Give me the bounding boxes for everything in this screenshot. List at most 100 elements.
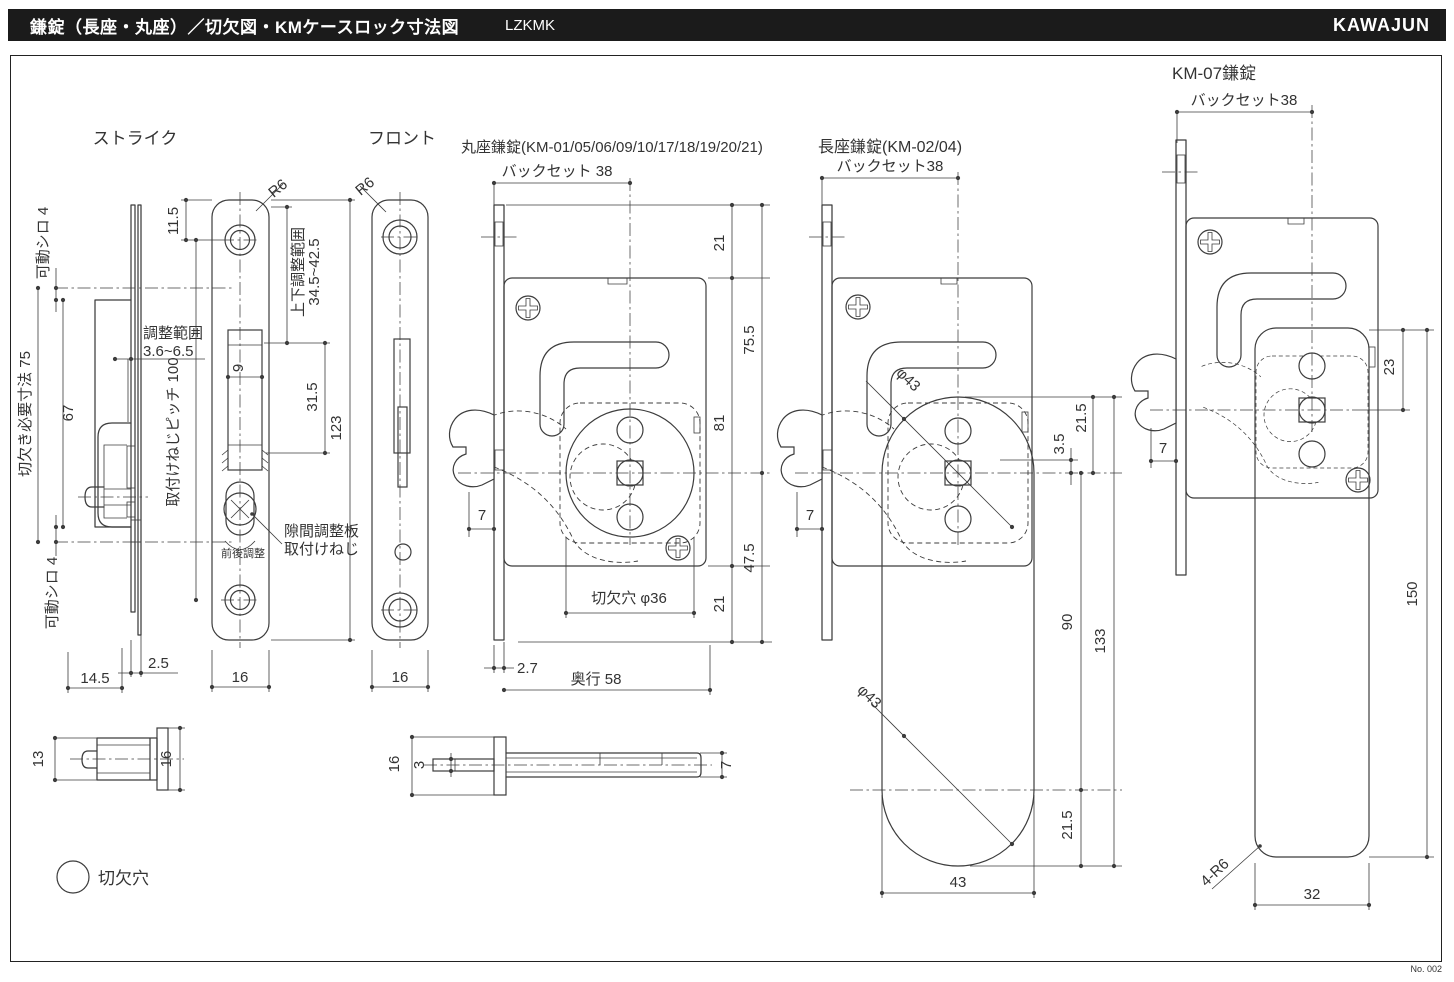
front-view: フロント R6 16 1 <box>352 129 735 798</box>
phillips-screw-icon <box>1345 467 1371 493</box>
maruza-dimensions: 21 75.5 81 47.5 21 7 切欠穴 φ36 2.7 奥行 58 <box>466 202 772 695</box>
dim-rod-3: 3 <box>411 761 428 769</box>
chouza-view: 長座鎌錠(KM-02/04) バックセット38 <box>776 138 1122 898</box>
dashed-hook-outline <box>1201 355 1369 484</box>
phillips-screw-icon <box>845 294 871 320</box>
dim-123: 123 <box>328 415 345 440</box>
hook-tip <box>1130 353 1177 432</box>
dim-phi43-top: φ43 <box>893 364 924 395</box>
dim-case-16: 16 <box>386 756 403 773</box>
hook-slot <box>539 341 670 437</box>
km07-case <box>1185 217 1379 499</box>
km07-backset: バックセット38 <box>1191 92 1298 109</box>
cutout-phi36-label: 切欠穴 φ36 <box>591 590 667 607</box>
dim-3-5: 3.5 <box>1051 434 1068 455</box>
dim-150: 150 <box>1404 581 1421 606</box>
legend-cutout-label: 切欠穴 <box>98 869 149 888</box>
dim-4-r6: 4-R6 <box>1197 855 1232 890</box>
dim-23: 23 <box>1381 359 1398 376</box>
dim-81: 81 <box>711 415 728 432</box>
km07-view: KM-07鎌錠 バックセット38 <box>1130 64 1434 910</box>
dim-movable-top: 可動シロ 4 <box>35 207 52 280</box>
dim-slot-width-9: 9 <box>230 364 247 372</box>
dim-133: 133 <box>1092 628 1109 653</box>
cutout-hatch-rect <box>1254 327 1370 858</box>
dashed-hook-outline <box>491 402 701 563</box>
dim-depth-58: 奥行 58 <box>571 671 622 688</box>
strike-view: ストライク 可動シロ 4 <box>17 129 359 793</box>
fb-adjust-label: 前後調整 <box>221 546 265 560</box>
dim-90: 90 <box>1059 614 1076 631</box>
phillips-screw-icon <box>515 295 541 321</box>
dashed-hook-outline <box>819 402 1029 563</box>
strike-bottom-view: 13 16 <box>30 725 185 793</box>
hook-tip <box>448 409 495 488</box>
dim-47-5: 47.5 <box>741 543 758 572</box>
dim-phi43-bottom: φ43 <box>854 681 885 712</box>
brand-logo: KAWAJUN <box>1332 14 1430 35</box>
vert-adjust-label-2: 34.5~42.5 <box>306 238 323 305</box>
dim-cutout-required: 切欠き必要寸法 75 <box>17 351 34 477</box>
hook-slot <box>1216 272 1347 368</box>
dim-7-km07: 7 <box>1159 440 1167 457</box>
chouza-title: 長座鎌錠(KM-02/04) <box>818 138 962 156</box>
sheet-code: LZKMK <box>505 16 556 34</box>
header-bar: 鎌錠（長座・丸座）／切欠図・KMケースロック寸法図 LZKMK KAWAJUN <box>8 9 1446 41</box>
dim-2-7: 2.7 <box>517 660 538 677</box>
hook-tip <box>776 409 823 488</box>
strike-side-dimensions: 可動シロ 4 切欠き必要寸法 75 67 可動シロ 4 2.5 14.5 <box>17 207 178 693</box>
dim-case-7: 7 <box>718 761 735 769</box>
maruza-title: 丸座鎌錠(KM-01/05/06/09/10/17/18/19/20/21) <box>461 139 763 156</box>
dim-13: 13 <box>30 751 47 768</box>
dim-16-side: 16 <box>158 751 175 768</box>
strike-title: ストライク <box>93 129 178 148</box>
phillips-screw-icon <box>1197 229 1223 255</box>
cutout-legend-icon <box>56 860 90 894</box>
case-side-view: 16 3 7 <box>386 734 735 798</box>
maruza-case <box>503 277 707 567</box>
dim-11-5: 11.5 <box>165 207 182 235</box>
dim-31-5: 31.5 <box>304 382 321 411</box>
strike-front-plate <box>211 192 283 648</box>
dim-2-5: 2.5 <box>148 655 169 672</box>
dim-75-5: 75.5 <box>741 325 758 354</box>
shim-note-2: 取付けねじ <box>284 541 359 558</box>
drawing-border <box>10 55 1442 962</box>
strike-side-profile <box>55 204 235 636</box>
dim-43: 43 <box>950 874 967 891</box>
adjust-range-label-1: 調整範囲 <box>143 324 203 342</box>
sheet-number: No. 002 <box>1410 964 1442 974</box>
chouza-case <box>831 277 1033 567</box>
maruza-view: 丸座鎌錠(KM-01/05/06/09/10/17/18/19/20/21) バ… <box>448 139 772 695</box>
dim-7-chouza: 7 <box>806 507 814 524</box>
hook-slot <box>866 341 997 437</box>
km07-title: KM-07鎌錠 <box>1172 64 1256 83</box>
dim-32: 32 <box>1304 886 1321 903</box>
dim-r6-front: R6 <box>352 174 378 199</box>
shim-note-1: 隙間調整板 <box>284 522 359 540</box>
dim-21-5-bottom: 21.5 <box>1059 810 1076 839</box>
vert-adjust-label-1: 上下調整範囲 <box>289 227 307 317</box>
dim-screw-pitch: 取付けねじピッチ 100 <box>165 357 182 506</box>
sheet-title: 鎌錠（長座・丸座）／切欠図・KMケースロック寸法図 <box>30 17 460 37</box>
shim-adjust-screw-slot <box>225 481 255 536</box>
dim-21-top: 21 <box>711 235 728 252</box>
legend: 切欠穴 <box>56 860 149 894</box>
dim-67: 67 <box>60 405 77 422</box>
dim-front-width-16: 16 <box>392 669 409 686</box>
phillips-screw-icon <box>665 535 691 561</box>
front-title: フロント <box>368 129 436 148</box>
chouza-backset: バックセット38 <box>837 158 944 175</box>
km07-dimensions: 23 7 150 4-R6 32 <box>1148 327 1434 910</box>
adjust-range-label-2: 3.6~6.5 <box>143 343 193 360</box>
dim-21-5-top: 21.5 <box>1073 403 1090 432</box>
maruza-backset: バックセット 38 <box>502 163 613 180</box>
hatch-strip <box>126 445 136 489</box>
dim-7-maruza: 7 <box>478 507 486 524</box>
adjust-slot <box>227 329 263 471</box>
dim-plate-width-16: 16 <box>232 669 249 686</box>
dim-14-5: 14.5 <box>80 670 109 687</box>
dim-21-bottom: 21 <box>711 596 728 613</box>
